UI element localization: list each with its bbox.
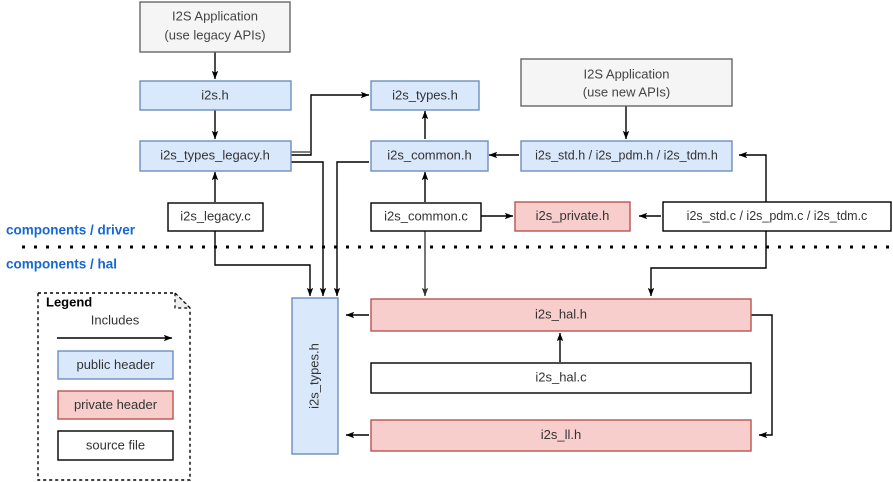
edge-legacy-c-to-hal-types	[214, 230, 314, 297]
legend: Legend Includes public header private he…	[37, 291, 192, 481]
edge-types-legacy-to-hal-types	[291, 161, 327, 297]
node-label-i2s-common-c: i2s_common.c	[384, 208, 468, 223]
nodes-group: I2S Application (use legacy APIs) i2s.h …	[139, 1, 892, 455]
edge-hal-h-to-ll-h	[751, 314, 773, 439]
node-i2s-std-h[interactable]: i2s_std.h / i2s_pdm.h / i2s_tdm.h	[520, 140, 733, 172]
node-label-i2s-std-h: i2s_std.h / i2s_pdm.h / i2s_tdm.h	[535, 148, 718, 162]
node-app-legacy[interactable]: I2S Application (use legacy APIs)	[139, 1, 291, 53]
app-legacy-line2: (use legacy APIs)	[164, 27, 265, 42]
legend-label-source-file: source file	[86, 437, 145, 452]
node-label-i2s-types-h-hal: i2s_types.h	[306, 343, 321, 409]
node-i2s-h[interactable]: i2s.h	[139, 80, 292, 111]
node-label-i2s-common-h: i2s_common.h	[387, 147, 472, 162]
edge-i2s-h-to-i2s-types-h	[291, 91, 370, 156]
node-label-i2s-std-c: i2s_std.c / i2s_pdm.c / i2s_tdm.c	[687, 209, 868, 223]
legend-title: Legend	[46, 294, 92, 309]
app-new-line1: I2S Application	[583, 66, 669, 81]
node-label-i2s-hal-c: i2s_hal.c	[535, 369, 587, 384]
node-i2s-hal-h[interactable]: i2s_hal.h	[370, 298, 752, 332]
node-i2s-private-h[interactable]: i2s_private.h	[514, 201, 631, 232]
node-label-i2s-h: i2s.h	[201, 87, 228, 102]
app-new-line2: (use new APIs)	[583, 84, 670, 99]
legend-label-private-header: private header	[74, 397, 158, 412]
node-label-i2s-hal-h: i2s_hal.h	[535, 306, 587, 321]
node-label-i2s-types-legacy-h: i2s_types_legacy.h	[160, 147, 270, 162]
legend-item-private-header: private header	[57, 390, 174, 420]
node-i2s-ll-h[interactable]: i2s_ll.h	[370, 419, 752, 452]
node-label-i2s-ll-h: i2s_ll.h	[541, 427, 581, 442]
node-label-i2s-types-h-top: i2s_types.h	[392, 87, 458, 102]
legend-item-source-file: source file	[57, 430, 174, 461]
section-label-hal: components / hal	[6, 257, 117, 272]
edge-std-c-to-std-h	[738, 151, 767, 202]
node-i2s-types-h-top[interactable]: i2s_types.h	[370, 80, 480, 111]
node-i2s-types-legacy-h[interactable]: i2s_types_legacy.h	[139, 140, 292, 172]
node-i2s-common-c[interactable]: i2s_common.c	[370, 202, 482, 232]
legend-item-public-header: public header	[57, 350, 174, 380]
node-i2s-std-c[interactable]: i2s_std.c / i2s_pdm.c / i2s_tdm.c	[662, 201, 892, 232]
node-i2s-types-h-hal[interactable]: i2s_types.h	[291, 297, 339, 455]
node-label-i2s-legacy-c: i2s_legacy.c	[180, 208, 251, 223]
node-label-i2s-private-h: i2s_private.h	[536, 208, 610, 223]
legend-fold-corner	[174, 291, 192, 309]
edge-common-h-to-hal-types	[333, 161, 369, 297]
app-legacy-line1: I2S Application	[172, 8, 258, 23]
legend-label-public-header: public header	[76, 357, 155, 372]
node-app-new[interactable]: I2S Application (use new APIs)	[520, 58, 733, 107]
node-i2s-hal-c[interactable]: i2s_hal.c	[370, 362, 752, 394]
section-label-driver: components / driver	[6, 223, 136, 238]
legend-includes-caption: Includes	[91, 312, 140, 327]
node-i2s-legacy-c[interactable]: i2s_legacy.c	[167, 202, 264, 232]
edge-std-c-to-hal-h	[647, 230, 767, 297]
node-i2s-common-h[interactable]: i2s_common.h	[370, 140, 489, 172]
